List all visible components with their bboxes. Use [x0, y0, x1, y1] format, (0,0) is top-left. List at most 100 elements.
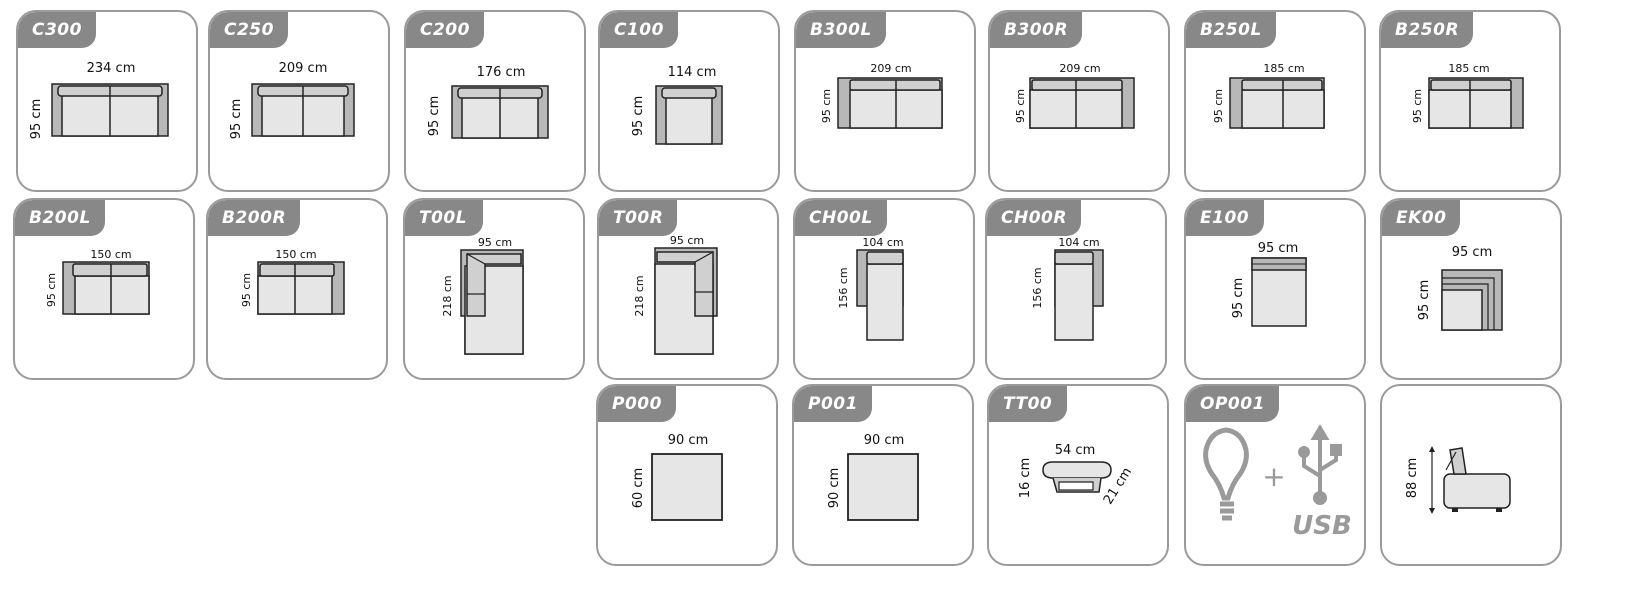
sofa-left-arm-diagram: 150 cm 95 cm — [45, 248, 150, 315]
sofa-3-seat-diagram: 234 cm 95 cm — [29, 61, 169, 140]
width-label: 234 cm — [87, 61, 136, 76]
module-code: T00L — [405, 200, 483, 236]
light-bulb-icon — [1203, 427, 1249, 521]
module-tt00: TT00 54 cm 16 cm 21 cm — [987, 384, 1169, 566]
module-b200r: B200R 150 cm 95 cm — [206, 198, 388, 380]
depth-label: 95 cm — [45, 273, 58, 307]
module-ek00: EK00 95 cm 95 cm — [1380, 198, 1562, 380]
sofa-diagram: 209 cm 95 cm — [229, 61, 355, 140]
module-b300l: B300L 209 cm 95 cm — [794, 10, 976, 192]
height-label: 88 cm — [1405, 458, 1420, 499]
depth-label: 95 cm — [427, 96, 442, 137]
sofa-right-arm-diagram: 209 cm 95 cm — [1014, 62, 1135, 129]
module-t00l: T00L 95 cm 218 cm — [403, 198, 585, 380]
module-code: C100 — [600, 12, 678, 48]
module-op001: OP001 + USB — [1184, 384, 1366, 566]
module-code: EK00 — [1382, 200, 1461, 236]
module-code: CH00L — [795, 200, 887, 236]
width-label: 209 cm — [1059, 62, 1100, 75]
module-c200: C200 176 cm 95 cm — [404, 10, 586, 192]
depth-label: 95 cm — [1231, 278, 1246, 319]
width-label: 185 cm — [1263, 62, 1304, 75]
module-code: B300L — [796, 12, 886, 48]
depth-label: 218 cm — [633, 275, 646, 316]
depth-label: 156 cm — [1031, 267, 1044, 308]
module-b250l: B250L 185 cm 95 cm — [1184, 10, 1366, 192]
plus-sign: + — [1262, 460, 1285, 493]
seat-module-diagram: 95 cm 95 cm — [1231, 241, 1307, 327]
usb-icon — [1298, 424, 1342, 505]
depth-label: 95 cm — [1417, 280, 1432, 321]
module-b250r: B250R 185 cm 95 cm — [1379, 10, 1561, 192]
depth-label: 95 cm — [820, 89, 833, 123]
depth-label: 95 cm — [229, 99, 244, 140]
width-label: 95 cm — [1258, 241, 1299, 256]
pouf-diagram: 90 cm 60 cm — [631, 433, 723, 521]
module-code: C250 — [210, 12, 288, 48]
chaise-longue-left-diagram: 104 cm 156 cm — [837, 236, 904, 341]
module-p001: P001 90 cm 90 cm — [792, 384, 974, 566]
light-usb-option-diagram: + USB — [1203, 424, 1352, 541]
module-code: C300 — [18, 12, 96, 48]
module-c250: C250 209 cm 95 cm — [208, 10, 390, 192]
sofa-left-arm-diagram: 209 cm 95 cm — [820, 62, 943, 129]
module-code: OP001 — [1186, 386, 1279, 422]
width-label: 90 cm — [864, 433, 905, 448]
module-c100: C100 114 cm 95 cm — [598, 10, 780, 192]
depth-label: 95 cm — [1212, 89, 1225, 123]
corner-module-diagram: 95 cm 95 cm — [1417, 245, 1503, 331]
module-t00r: T00R 95 cm 218 cm — [597, 198, 779, 380]
module-code: B200R — [208, 200, 301, 236]
module-code: T00R — [599, 200, 678, 236]
module-code: P000 — [598, 386, 676, 422]
sofa-left-arm-diagram: 185 cm 95 cm — [1212, 62, 1325, 129]
chaise-left-diagram: 95 cm 218 cm — [441, 236, 524, 355]
sofa-diagram: 176 cm 95 cm — [427, 65, 549, 139]
chaise-longue-right-diagram: 104 cm 156 cm — [1031, 236, 1104, 341]
depth-label: 156 cm — [837, 267, 850, 308]
width-label: 150 cm — [275, 248, 316, 261]
module-code: B200L — [15, 200, 105, 236]
width-label: 95 cm — [670, 234, 704, 247]
depth-label: 60 cm — [631, 468, 646, 509]
width-label: 104 cm — [1058, 236, 1099, 249]
width-label: 54 cm — [1055, 443, 1096, 458]
width-label: 176 cm — [477, 65, 526, 80]
width-label: 90 cm — [668, 433, 709, 448]
module-code: B250L — [1186, 12, 1276, 48]
usb-label: USB — [1292, 511, 1352, 541]
depth-label: 95 cm — [240, 273, 253, 307]
module-relax-mechanism: 88 cm — [1380, 384, 1562, 566]
height-label: 16 cm — [1018, 458, 1033, 499]
depth-label: 218 cm — [441, 275, 454, 316]
width-label: 209 cm — [279, 61, 328, 76]
sofa-right-arm-diagram: 185 cm 95 cm — [1411, 62, 1524, 129]
tray-table-diagram: 54 cm 16 cm 21 cm — [1018, 443, 1135, 507]
module-p000: P000 90 cm 60 cm — [596, 384, 778, 566]
depth-label: 95 cm — [1411, 89, 1424, 123]
width-label: 104 cm — [862, 236, 903, 249]
width-label: 95 cm — [478, 236, 512, 249]
module-code: C200 — [406, 12, 484, 48]
depth-label: 95 cm — [1014, 89, 1027, 123]
module-code: TT00 — [989, 386, 1067, 422]
width-label: 150 cm — [90, 248, 131, 261]
module-code: E100 — [1186, 200, 1264, 236]
chaise-right-diagram: 95 cm 218 cm — [633, 234, 718, 355]
width-label: 95 cm — [1452, 245, 1493, 260]
module-code: B300R — [990, 12, 1083, 48]
module-c300: C300 234 cm 95 cm — [16, 10, 198, 192]
module-b200l: B200L 150 cm 95 cm — [13, 198, 195, 380]
module-ch00l: CH00L 104 cm 156 cm — [793, 198, 975, 380]
depth-label: 95 cm — [29, 99, 44, 140]
module-b300r: B300R 209 cm 95 cm — [988, 10, 1170, 192]
depth-label: 90 cm — [827, 468, 842, 509]
module-e100: E100 95 cm 95 cm — [1184, 198, 1366, 380]
module-code: P001 — [794, 386, 872, 422]
recliner-side-diagram: 88 cm — [1405, 446, 1511, 514]
pouf-diagram: 90 cm 90 cm — [827, 433, 919, 521]
module-code: CH00R — [987, 200, 1081, 236]
width-label: 209 cm — [870, 62, 911, 75]
sofa-right-arm-diagram: 150 cm 95 cm — [240, 248, 345, 315]
width-label: 114 cm — [668, 65, 717, 80]
